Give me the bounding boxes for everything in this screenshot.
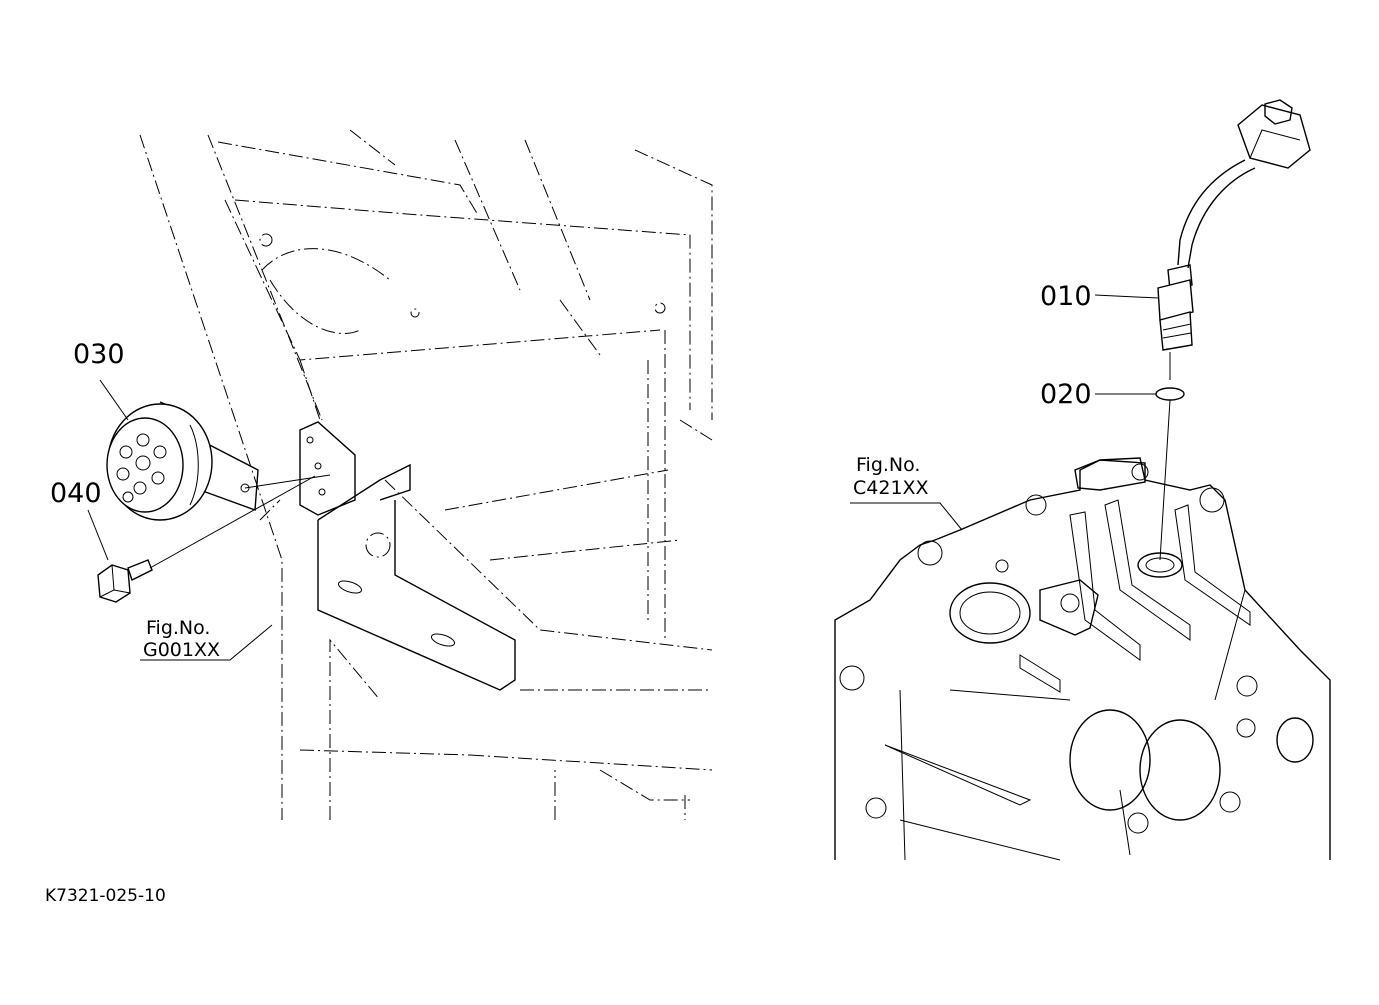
left-leader-lines — [87, 379, 331, 661]
right-leader-lines — [850, 294, 1171, 561]
fig-ref-left-line2: G001XX — [143, 639, 220, 661]
fig-ref-right-line2: C421XX — [853, 477, 929, 499]
document-id: K7321-025-10 — [45, 886, 166, 906]
figure-references: Fig.No. G001XX Fig.No. C421XX — [143, 454, 929, 661]
callout-030: 030 — [73, 339, 125, 370]
horn-part-030 — [106, 401, 259, 521]
transmission-case — [834, 457, 1331, 861]
callout-010: 010 — [1040, 281, 1092, 312]
callout-040: 040 — [50, 478, 102, 509]
switch-part-010 — [1157, 99, 1311, 351]
fig-ref-right-line1: Fig.No. — [856, 454, 920, 476]
bolt-part-040 — [97, 559, 153, 603]
callout-labels: 010 020 030 040 — [50, 281, 1092, 509]
mounting-bracket — [299, 421, 516, 691]
fig-ref-left-line1: Fig.No. — [146, 617, 210, 639]
callout-020: 020 — [1040, 379, 1092, 410]
oring-part-020 — [1155, 387, 1185, 401]
frame-phantom-lines — [139, 129, 713, 820]
